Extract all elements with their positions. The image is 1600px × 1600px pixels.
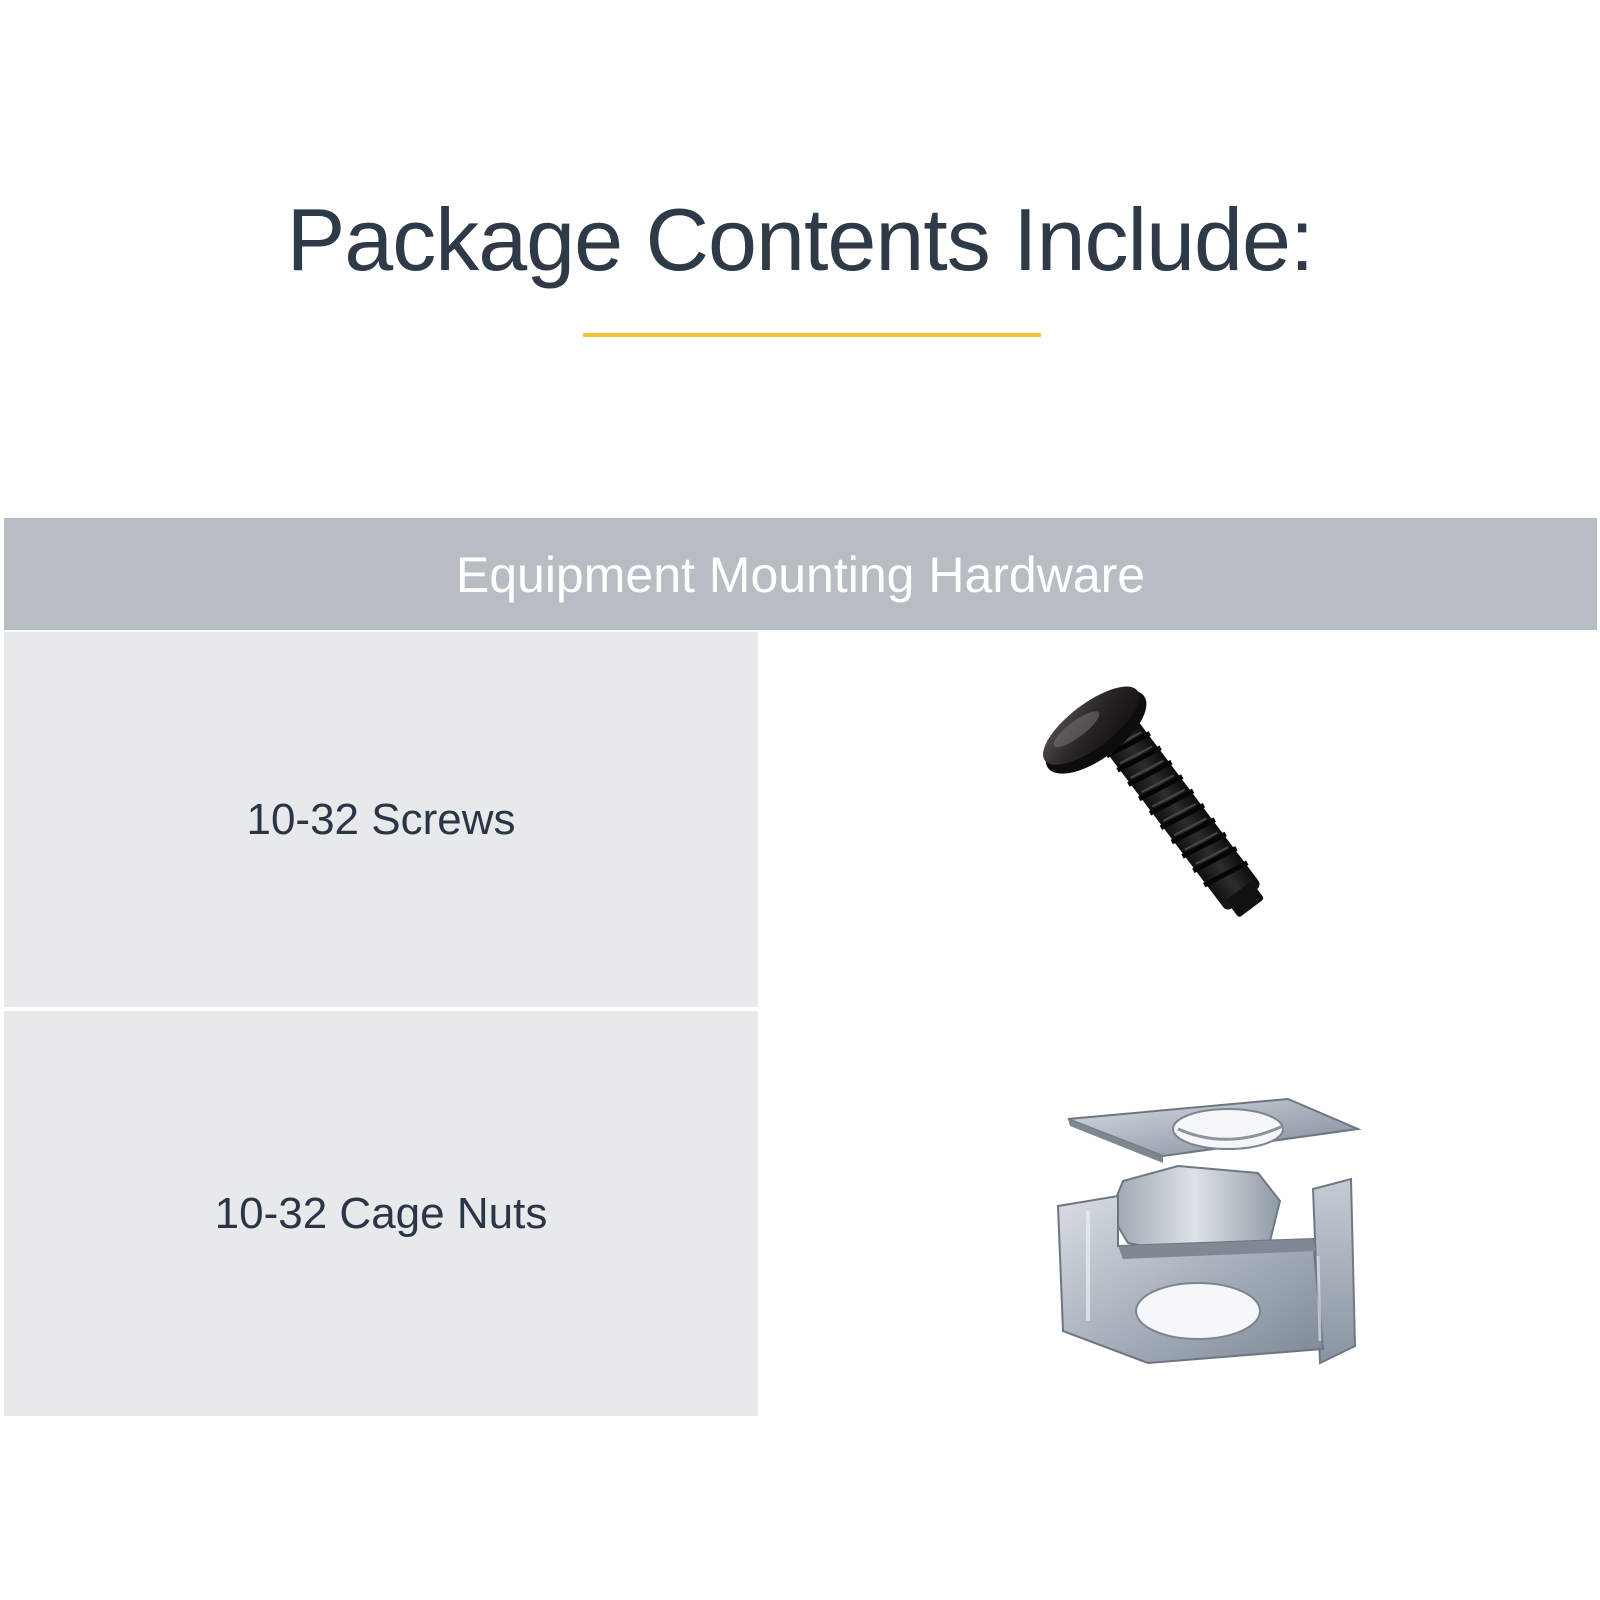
item-label-cell: 10-32 Cage Nuts [4, 1011, 758, 1416]
item-label-cell: 10-32 Screws [4, 632, 758, 1007]
list-item: 10-32 Cage Nuts [4, 1011, 1597, 1416]
screw-icon [1043, 686, 1264, 917]
item-label: 10-32 Screws [246, 794, 516, 844]
section-header: Equipment Mounting Hardware [4, 518, 1597, 630]
item-image-cell [758, 632, 1597, 1007]
section-header-label: Equipment Mounting Hardware [455, 547, 1146, 603]
page-title: Package Contents Include: [286, 190, 1315, 289]
item-label: 10-32 Cage Nuts [214, 1188, 548, 1238]
title-underline [583, 333, 1041, 337]
list-item: 10-32 Screws [4, 632, 1597, 1007]
cage-nut-icon [1056, 1097, 1362, 1365]
item-image-cell [758, 1011, 1597, 1416]
